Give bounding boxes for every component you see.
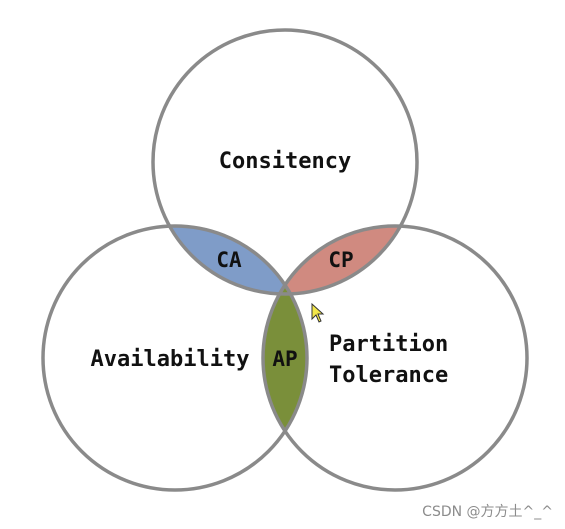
partition-label: Partition xyxy=(329,332,448,357)
cursor-icon xyxy=(311,302,325,323)
availability-circle-fill xyxy=(43,226,307,490)
availability-label: Availability xyxy=(91,347,250,372)
consistency-circle-fill xyxy=(153,30,417,294)
tolerance-label: Tolerance xyxy=(329,363,448,388)
partition-tolerance-circle xyxy=(261,224,529,492)
watermark: CSDN @方方土^_^ xyxy=(422,504,553,520)
consistency-circle xyxy=(151,28,419,296)
availability-circle xyxy=(41,224,309,492)
cp-label: CP xyxy=(328,248,353,272)
ca-label: CA xyxy=(216,248,242,272)
consistency-label: Consitency xyxy=(219,149,351,174)
ap-label: AP xyxy=(272,347,297,371)
partition-circle-fill xyxy=(263,226,527,490)
